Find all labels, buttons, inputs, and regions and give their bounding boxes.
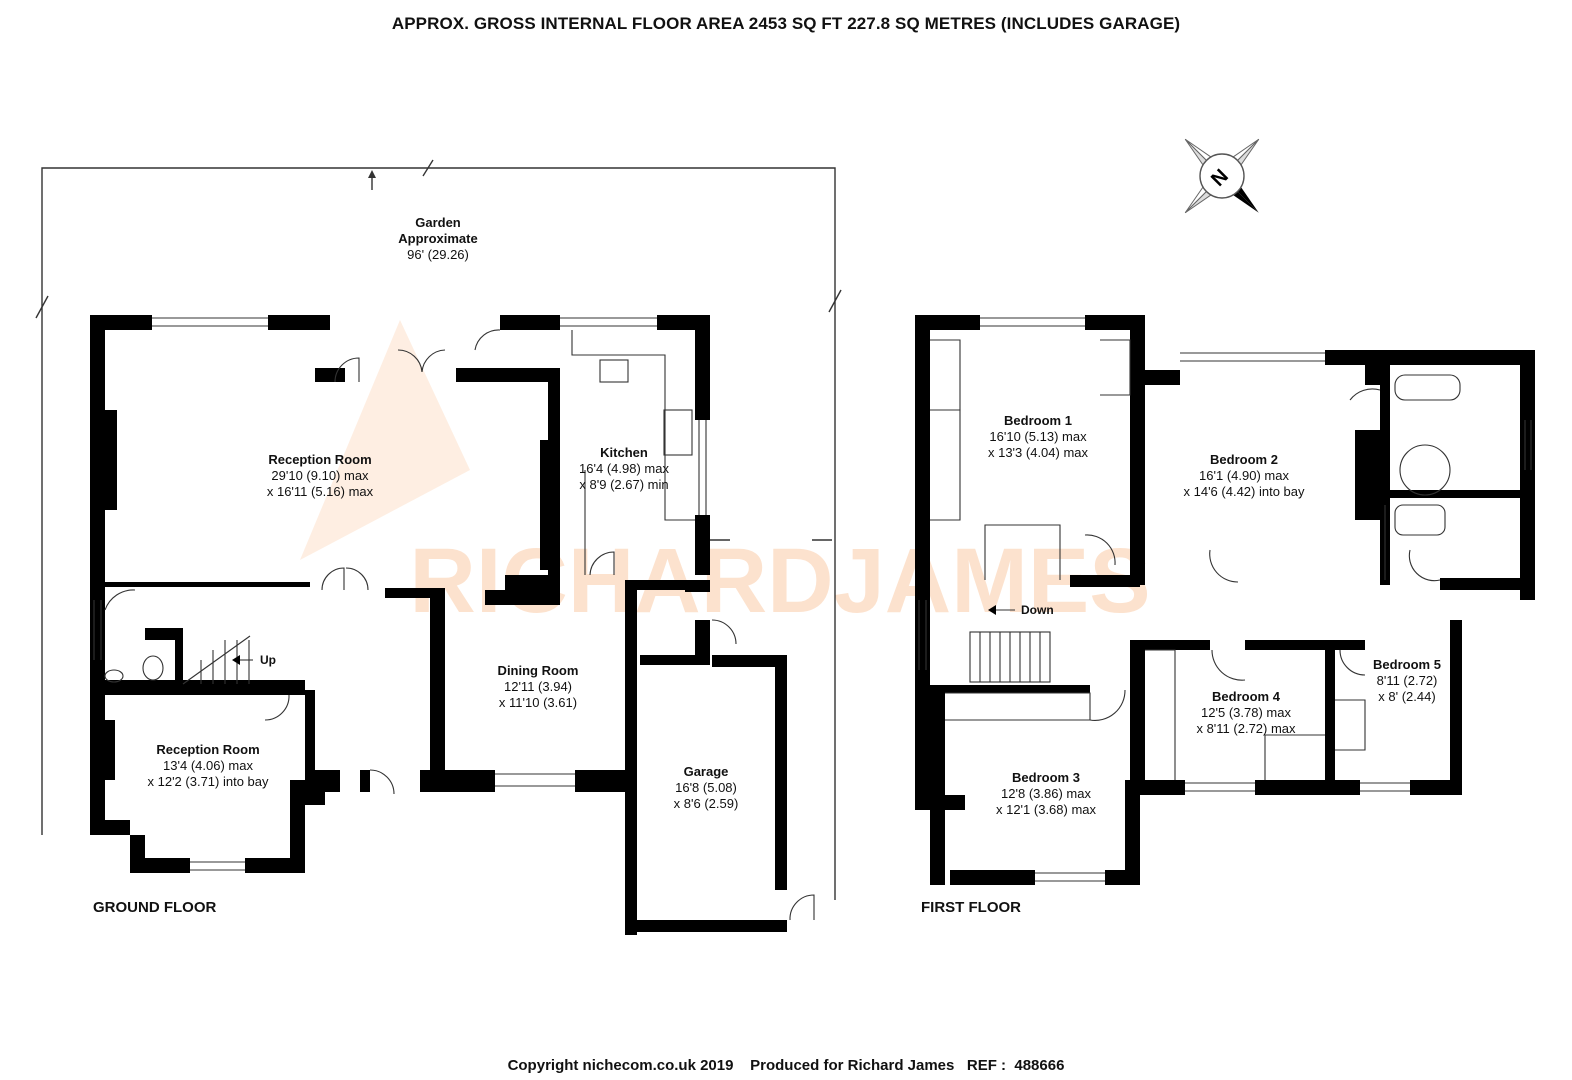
room-label-garage: Garage 16'8 (5.08) x 8'6 (2.59) — [673, 764, 739, 811]
stairs-down-label: Down — [1021, 603, 1054, 617]
garden-label: Garden Approximate 96' (29.26) — [398, 215, 478, 262]
ground-floor-label: GROUND FLOOR — [93, 899, 217, 916]
room-label-bedroom-3: Bedroom 3 12'8 (3.86) max x 12'1 (3.68) … — [995, 770, 1097, 817]
room-label-reception-room-front: Reception Room 13'4 (4.06) max x 12'2 (3… — [147, 742, 269, 789]
room-label-bedroom-5: Bedroom 5 8'11 (2.72) x 8' (2.44) — [1373, 657, 1441, 704]
room-label-bedroom-4: Bedroom 4 12'5 (3.78) max x 8'11 (2.72) … — [1196, 689, 1296, 736]
garden-boundary — [35, 159, 842, 900]
ground-floor-walls — [90, 315, 787, 935]
copyright-footer: Copyright nichecom.co.uk 2019 Produced f… — [507, 1057, 1065, 1074]
page-title: APPROX. GROSS INTERNAL FLOOR AREA 2453 S… — [391, 14, 1181, 33]
room-label-bedroom-1: Bedroom 1 16'10 (5.13) max x 13'3 (4.04)… — [987, 413, 1089, 460]
first-floor-label: FIRST FLOOR — [921, 899, 1021, 916]
room-label-reception-room-main: Reception Room 29'10 (9.10) max x 16'11 … — [266, 452, 374, 499]
stairs-up-label: Up — [260, 653, 276, 667]
room-label-kitchen: Kitchen 16'4 (4.98) max x 8'9 (2.67) min — [579, 445, 669, 492]
room-label-dining-room: Dining Room 12'11 (3.94) x 11'10 (3.61) — [497, 663, 579, 710]
room-label-bedroom-2: Bedroom 2 16'1 (4.90) max x 14'6 (4.42) … — [1183, 452, 1305, 499]
first-floor-walls — [915, 315, 1535, 885]
compass-rose — [1184, 138, 1260, 214]
